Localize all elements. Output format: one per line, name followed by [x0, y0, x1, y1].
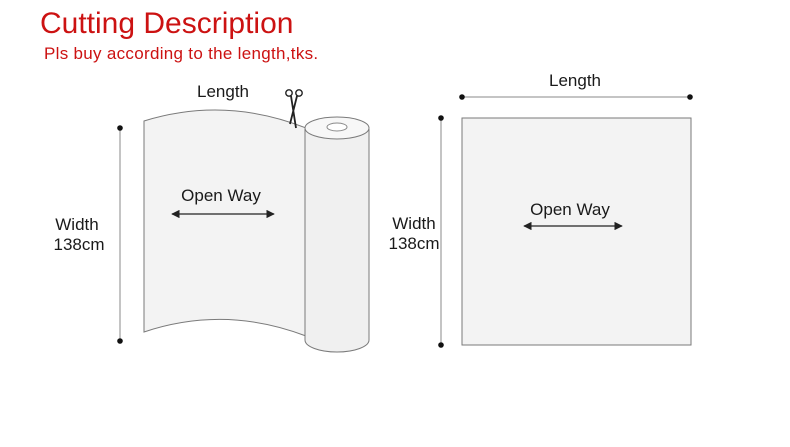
width-dimension-line: [438, 115, 444, 348]
width-label: Width: [392, 214, 435, 233]
length-label: Length: [549, 71, 601, 90]
width-value: 138cm: [53, 235, 104, 254]
scissors-icon: [285, 89, 303, 129]
fabric-cut-piece: [461, 117, 692, 346]
width-dimension-line: [117, 125, 123, 344]
width-label: Width: [55, 215, 98, 234]
length-label: Length: [197, 82, 249, 101]
fabric-roll-cylinder: [304, 129, 370, 353]
fabric-roll-core: [326, 122, 348, 132]
length-dimension-line: [459, 94, 693, 100]
fabric-sheet: [143, 109, 307, 337]
width-value: 138cm: [388, 234, 439, 253]
page-title: Cutting Description: [40, 7, 294, 40]
fabric-sheet-figure: Length Width 138cm Open Way: [388, 71, 693, 348]
open-way-label: Open Way: [181, 186, 261, 205]
page-subtitle: Pls buy according to the length,tks.: [44, 44, 319, 63]
open-way-label: Open Way: [530, 200, 610, 219]
fabric-roll-figure: Length Width 138cm Open Way: [53, 82, 370, 353]
